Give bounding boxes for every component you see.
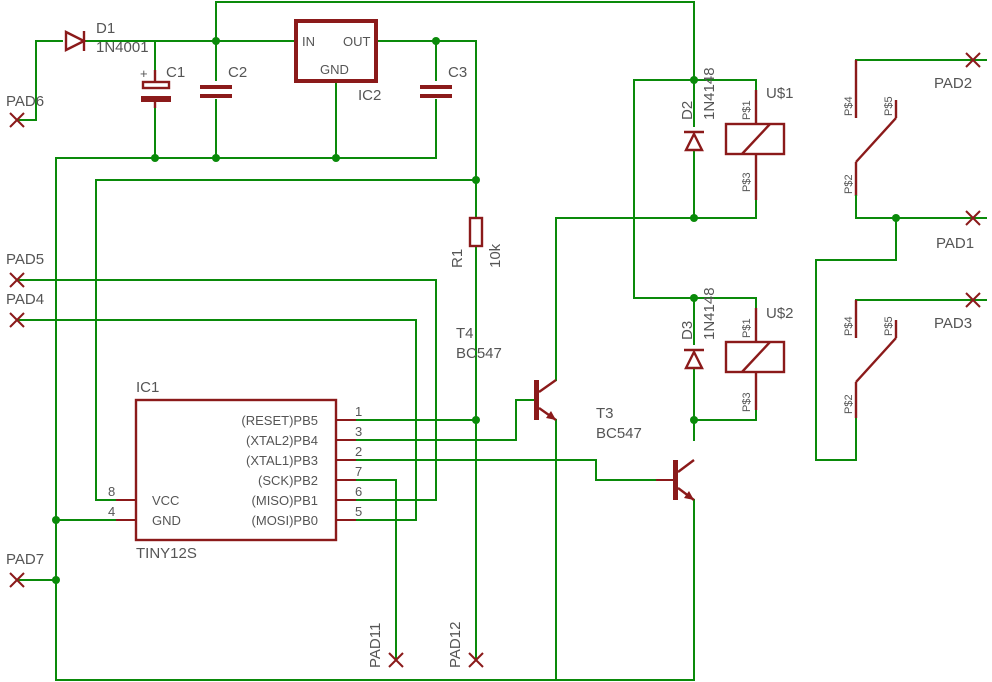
ic1-pin-miso-label: (MISO)PB1 [252,493,318,508]
diode-d2[interactable]: D2 1N4148 [679,67,718,152]
pad-pad11[interactable]: PAD11 [367,623,404,668]
ic2-in-label: IN [302,34,315,49]
pad7-label: PAD7 [6,551,44,568]
c1-name: C1 [166,64,185,81]
relay-u1-coil[interactable]: U$1 P$1 P$3 [724,85,794,200]
u1-p5: P$5 [883,96,895,116]
transistor-t4[interactable]: T4 BC547 [456,325,557,421]
ic2-gnd-label: GND [320,62,349,77]
u1-p3: P$3 [741,172,753,192]
diode-d3[interactable]: D3 1N4148 [679,287,718,370]
c2-name: C2 [228,64,247,81]
pad6-label: PAD6 [6,93,44,110]
ic1-pin-mosi-label: (MOSI)PB0 [252,513,318,528]
pad1-label: PAD1 [936,235,974,252]
ic1-pin-xtal2-label: (XTAL2)PB4 [246,433,318,448]
u1-name: U$1 [766,85,794,102]
u2-p5: P$5 [883,316,895,336]
pad-pad1[interactable]: PAD1 [936,210,981,252]
ic1-value: TINY12S [136,545,197,562]
wires [17,1,987,681]
d1-name: D1 [96,20,115,37]
t3-value: BC547 [596,425,642,442]
ic1-pin-num-5: 5 [355,504,362,519]
ic1-pin-sck-label: (SCK)PB2 [258,473,318,488]
pad11-label: PAD11 [367,623,384,668]
capacitor-c1[interactable]: + C1 [140,64,185,108]
pad2-label: PAD2 [934,75,972,92]
d2-value: 1N4148 [701,67,718,120]
ic1-pin-num-1: 1 [355,404,362,419]
ic1-pin-vcc-label: VCC [152,493,179,508]
microcontroller-ic1[interactable]: IC1 TINY12S (RESET)PB5 (XTAL2)PB4 (XTAL1… [108,379,362,562]
d3-value: 1N4148 [701,287,718,340]
r1-name: R1 [449,249,466,268]
pad5-label: PAD5 [6,251,44,268]
ic1-pin-num-2: 2 [355,444,362,459]
ic2-out-label: OUT [343,34,371,49]
pad-pad2[interactable]: PAD2 [934,52,981,92]
ic1-pin-num-8: 8 [108,484,115,499]
c1-plus: + [140,66,148,81]
pad3-label: PAD3 [934,315,972,332]
u2-p4: P$4 [843,316,855,336]
u1-p4: P$4 [843,96,855,116]
r1-value: 10k [487,243,504,268]
u2-name: U$2 [766,305,794,322]
d2-name: D2 [679,101,696,120]
pad-pad5[interactable]: PAD5 [6,251,44,288]
c3-name: C3 [448,64,467,81]
ic1-pin-xtal1-label: (XTAL1)PB3 [246,453,318,468]
t4-value: BC547 [456,345,502,362]
ic1-name: IC1 [136,379,159,396]
pad-pad12[interactable]: PAD12 [447,622,484,668]
pad-pad4[interactable]: PAD4 [6,291,44,328]
ic1-pin-num-6: 6 [355,484,362,499]
d3-name: D3 [679,321,696,340]
u2-p3: P$3 [741,392,753,412]
relay-u2-contacts[interactable]: P$4 P$5 P$2 [843,300,898,418]
capacitor-c3[interactable]: C3 [420,64,467,98]
relay-u2-coil[interactable]: U$2 P$1 P$3 [724,305,794,412]
resistor-r1[interactable]: R1 10k [449,216,504,268]
ic1-pin-reset-label: (RESET)PB5 [241,413,318,428]
ic2-name: IC2 [358,87,381,104]
pad-pad6[interactable]: PAD6 [6,93,44,128]
diode-d1[interactable]: D1 1N4001 [64,20,149,56]
transistor-t3[interactable]: T3 BC547 [596,405,695,501]
t4-name: T4 [456,325,474,342]
d1-value: 1N4001 [96,39,149,56]
u1-p2: P$2 [843,174,855,194]
pad-pad7[interactable]: PAD7 [6,551,44,588]
u2-p1: P$1 [741,318,753,338]
ic1-pin-num-3: 3 [355,424,362,439]
u2-p2: P$2 [843,394,855,414]
pad-pad3[interactable]: PAD3 [934,292,981,332]
ic1-pin-num-4: 4 [108,504,115,519]
u1-p1: P$1 [741,100,753,120]
relay-u1-contacts[interactable]: P$4 P$5 P$2 [843,60,898,219]
t3-name: T3 [596,405,614,422]
ic1-pin-num-7: 7 [355,464,362,479]
regulator-ic2[interactable]: IN OUT GND IC2 [294,19,381,104]
ic1-pin-gnd-label: GND [152,513,181,528]
pad12-label: PAD12 [447,622,464,668]
capacitor-c2[interactable]: C2 [200,64,247,98]
pad4-label: PAD4 [6,291,44,308]
junctions [52,37,900,584]
